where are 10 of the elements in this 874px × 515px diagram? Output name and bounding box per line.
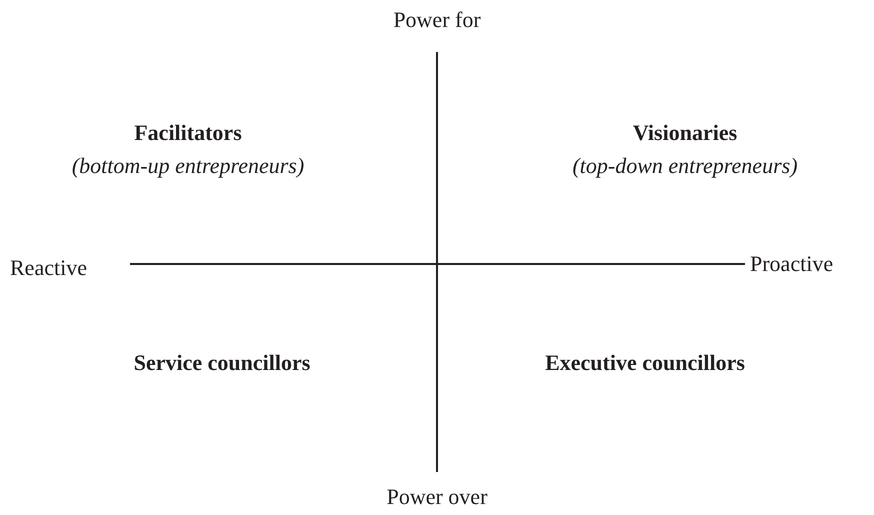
quadrant-title: Facilitators (134, 120, 242, 146)
quadrant-title: Executive councillors (545, 350, 745, 376)
axis-label: Proactive (750, 251, 834, 277)
axis-label: Reactive (10, 255, 87, 281)
axis-label: Power over (386, 484, 488, 510)
quadrant-title: Visionaries (632, 120, 738, 146)
quadrant-subtitle: (top-down entrepreneurs) (572, 153, 798, 179)
quadrant-title: Service councillors (134, 350, 310, 376)
quadrant-subtitle: (bottom-up entrepreneurs) (72, 153, 304, 179)
axis-label: Power for (393, 7, 481, 33)
